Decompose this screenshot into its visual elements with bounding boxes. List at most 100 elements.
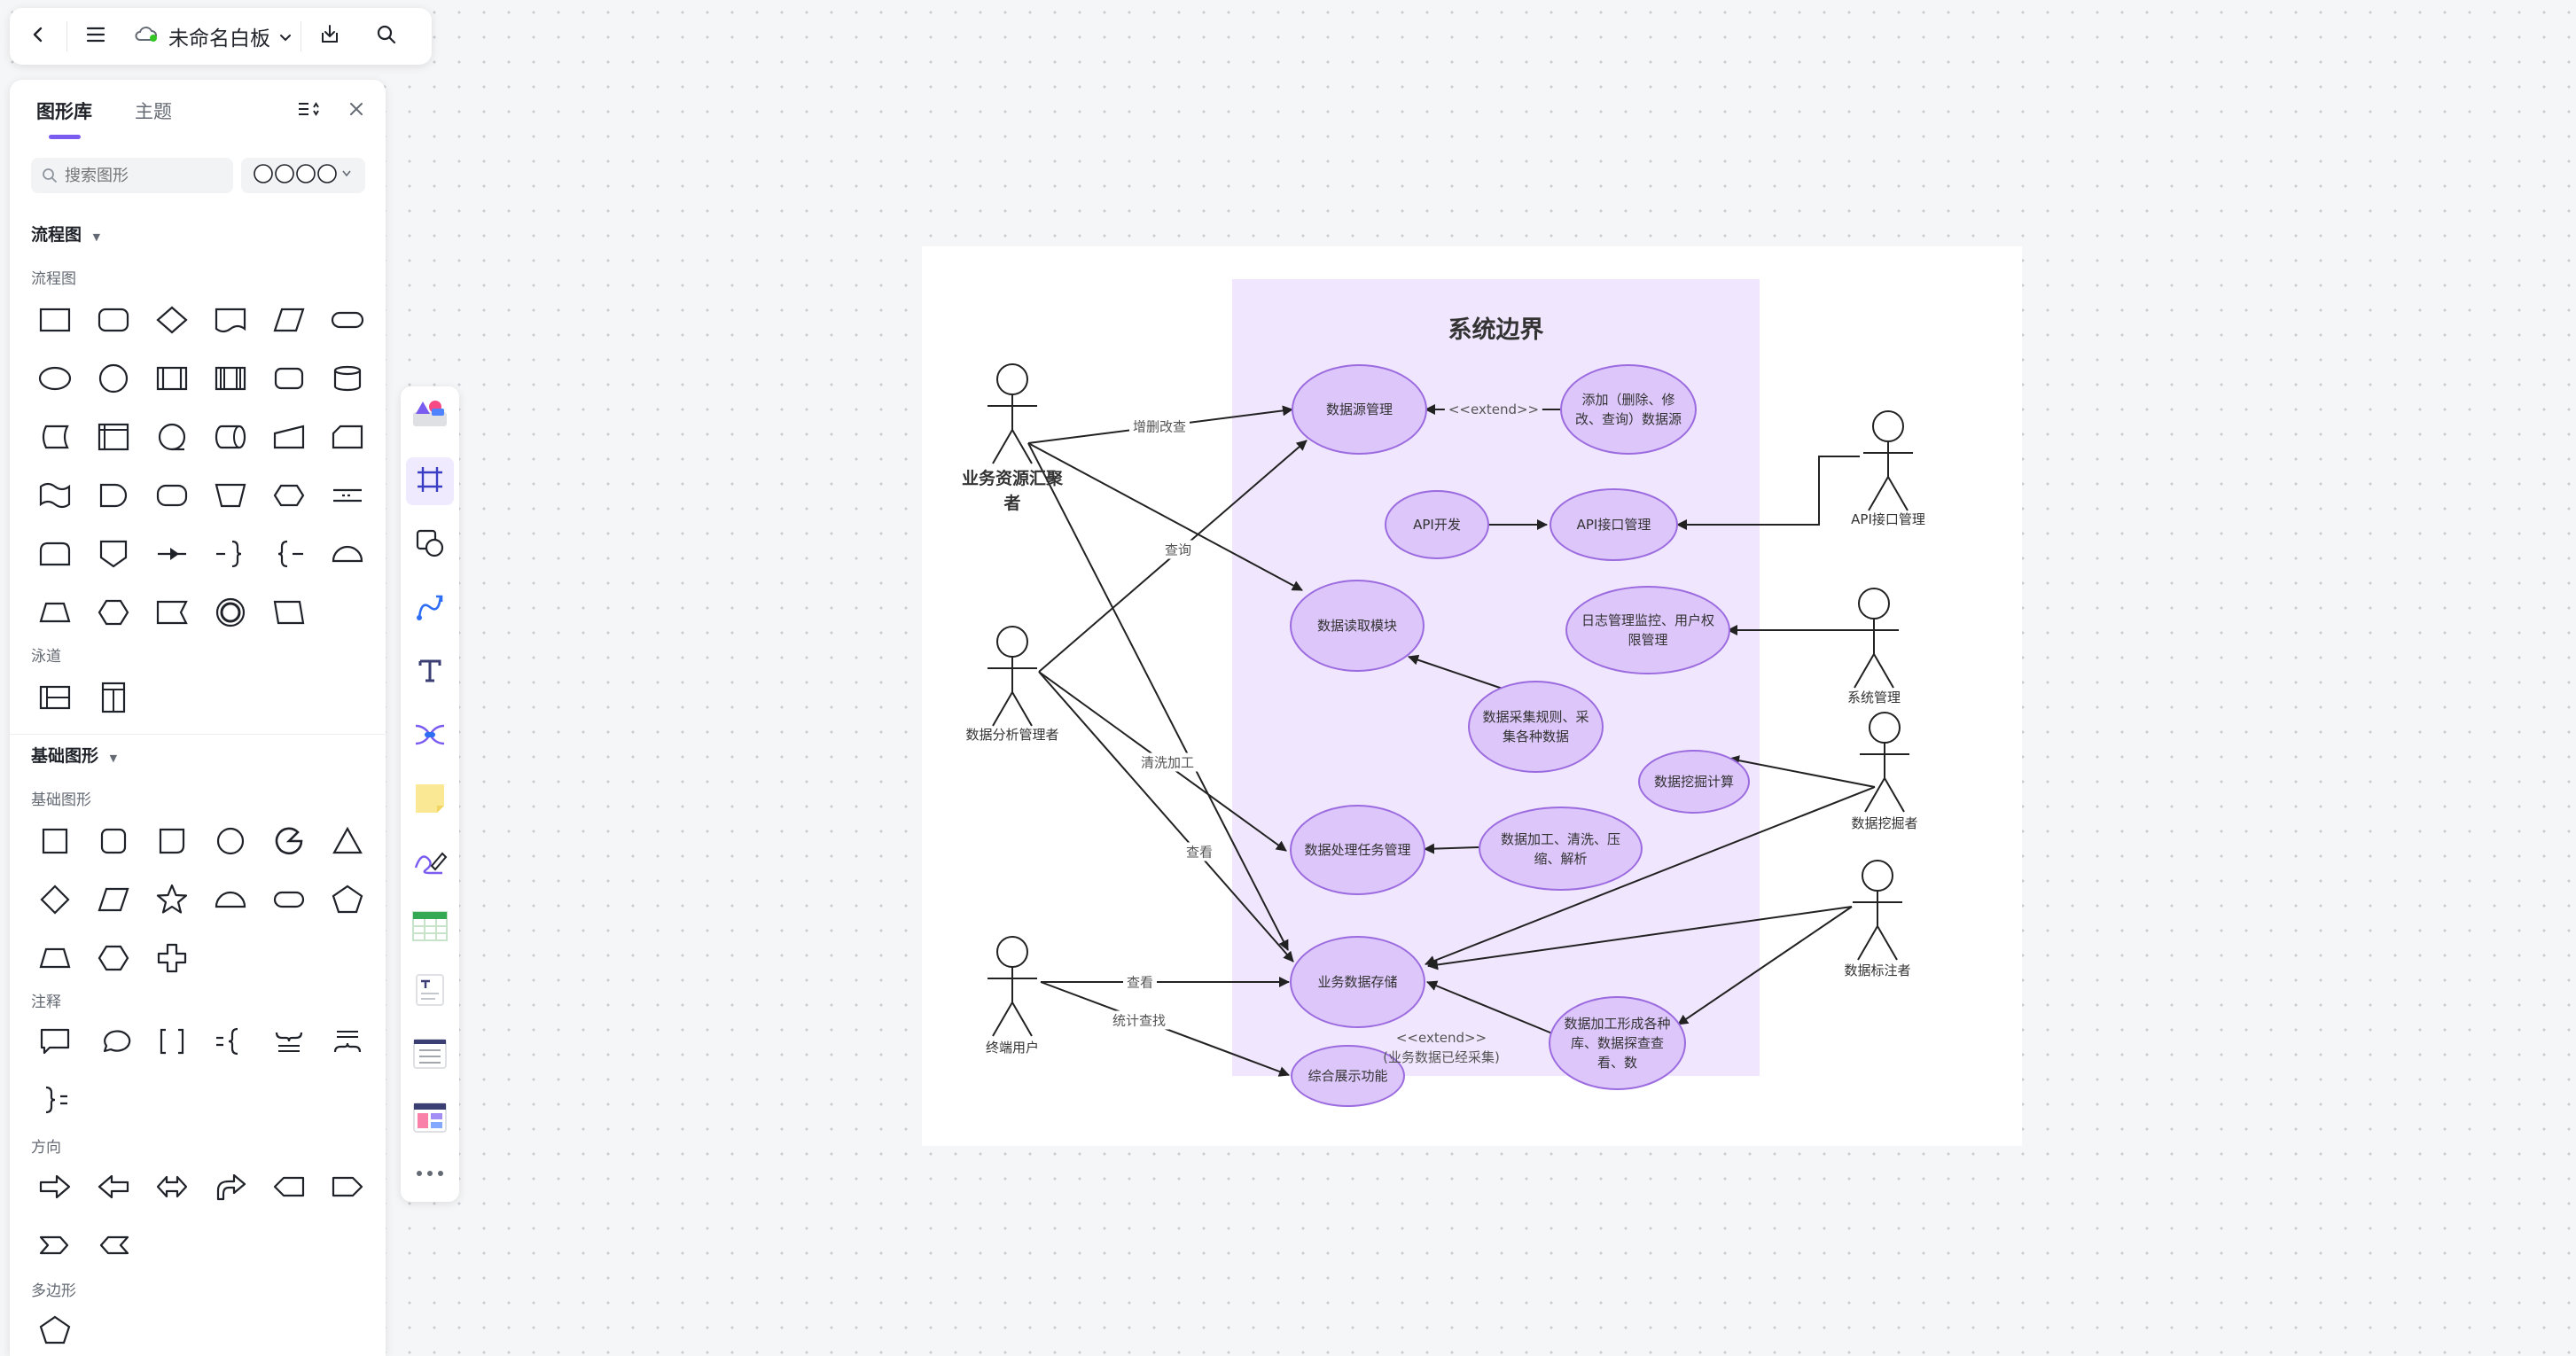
star-shape[interactable] <box>143 870 201 929</box>
brace-note-shape[interactable] <box>201 1012 260 1071</box>
actor-figure[interactable] <box>987 626 1037 727</box>
trapezoid-shape[interactable] <box>26 583 84 642</box>
sequential-data-shape[interactable] <box>143 408 201 466</box>
usecase-api-mgmt[interactable]: API接口管理 <box>1550 488 1678 561</box>
curved-arrow-shape[interactable] <box>201 1157 260 1216</box>
search-button[interactable] <box>358 8 415 65</box>
trapezoid-shape[interactable] <box>26 929 84 987</box>
edge-miner-store[interactable] <box>1425 786 1876 966</box>
usecase-process-clean[interactable]: 数据加工、清洗、压缩、解析 <box>1479 807 1643 891</box>
circle-shape[interactable] <box>84 349 143 408</box>
more-tools-button[interactable] <box>406 1149 454 1196</box>
hexagon-shape[interactable] <box>84 583 143 642</box>
actor-figure[interactable] <box>1860 712 1909 813</box>
mindmap-tool[interactable] <box>406 713 454 760</box>
double-arrow-shape[interactable] <box>143 1157 201 1216</box>
bracket-shape[interactable] <box>143 1012 201 1071</box>
edge-store1[interactable] <box>1027 442 1289 951</box>
close-panel-button[interactable] <box>340 94 373 128</box>
canvas-frame[interactable]: 系统边界 <box>922 246 2022 1146</box>
usecase-log-mgmt[interactable]: 日志管理监控、用户权限管理 <box>1565 586 1730 674</box>
edge-annotator-store[interactable] <box>1427 906 1853 970</box>
edge-view1[interactable] <box>1038 671 1294 962</box>
half-circle-shape[interactable] <box>201 870 260 929</box>
parallelogram-shape[interactable] <box>260 291 318 349</box>
horizontal-swimlane-shape[interactable] <box>26 668 84 727</box>
pentagon-shape[interactable] <box>26 1301 84 1356</box>
usecase-add-datasource[interactable]: 添加（删除、修改、查询）数据源 <box>1560 364 1697 455</box>
display-shape[interactable] <box>143 466 201 525</box>
tab-shape-library[interactable]: 图形库 <box>36 101 92 122</box>
doc-title-dropdown[interactable]: 未命名白板 <box>124 8 301 65</box>
text-tool[interactable] <box>406 649 454 697</box>
chevron-right-shape[interactable] <box>26 1216 84 1274</box>
connector-tool[interactable] <box>406 585 454 633</box>
tab-theme[interactable]: 主题 <box>135 101 172 122</box>
pen-tool[interactable] <box>406 840 454 888</box>
doc-card-tool[interactable] <box>406 968 454 1016</box>
loop-limit-shape[interactable] <box>26 525 84 583</box>
shape-search-input[interactable] <box>63 165 217 186</box>
alternate-process-shape[interactable] <box>260 349 318 408</box>
right-brace-shape[interactable] <box>201 525 260 583</box>
right-brace-note-shape[interactable] <box>26 1071 84 1129</box>
off-page-connector-shape[interactable] <box>84 525 143 583</box>
terminator-shape[interactable] <box>318 291 377 349</box>
shape-library-tool[interactable] <box>406 390 454 438</box>
usecase-datasource[interactable]: 数据源管理 <box>1292 364 1427 455</box>
manual-input-shape[interactable] <box>260 408 318 466</box>
menu-button[interactable] <box>67 8 124 65</box>
skewed-rect-shape[interactable] <box>260 583 318 642</box>
predefined-process-shape[interactable] <box>143 349 201 408</box>
stored-data-shape[interactable] <box>26 408 84 466</box>
pill-shape[interactable] <box>260 870 318 929</box>
delay-shape[interactable] <box>84 466 143 525</box>
sticky-note-tool[interactable] <box>406 776 454 824</box>
double-circle-shape[interactable] <box>201 583 260 642</box>
direct-data-shape[interactable] <box>201 408 260 466</box>
list-tool[interactable] <box>406 1032 454 1079</box>
card-shape[interactable] <box>318 408 377 466</box>
chevron-left-shape[interactable] <box>84 1216 143 1274</box>
top-brace-shape[interactable] <box>260 1012 318 1071</box>
frame-tool[interactable] <box>406 457 454 505</box>
right-arrow-shape[interactable] <box>26 1157 84 1216</box>
rectangle-shape[interactable] <box>26 291 84 349</box>
preparation-shape[interactable] <box>260 466 318 525</box>
pentagon-shape[interactable] <box>318 870 377 929</box>
usecase-mining-calc[interactable]: 数据挖掘计算 <box>1638 750 1750 814</box>
edge-process[interactable] <box>1424 843 1479 854</box>
edge-mining[interactable] <box>1729 755 1876 788</box>
bottom-brace-shape[interactable] <box>318 1012 377 1071</box>
left-pointer-shape[interactable] <box>260 1157 318 1216</box>
actor-figure[interactable] <box>987 363 1037 464</box>
rounded-rect-shape[interactable] <box>84 291 143 349</box>
tab-square-shape[interactable] <box>143 812 201 870</box>
vertical-swimlane-shape[interactable] <box>84 668 143 727</box>
edge-api-admin[interactable] <box>1676 456 1860 530</box>
internal-storage-shape[interactable] <box>84 408 143 466</box>
usecase-storage[interactable]: 业务数据存储 <box>1290 936 1425 1028</box>
diamond-shape[interactable] <box>26 870 84 929</box>
half-circle-shape[interactable] <box>318 525 377 583</box>
actor-figure[interactable] <box>987 936 1037 1037</box>
left-brace-shape[interactable] <box>260 525 318 583</box>
speech-oval-shape[interactable] <box>84 1012 143 1071</box>
pie-shape[interactable] <box>260 812 318 870</box>
actor-figure[interactable] <box>1863 410 1913 511</box>
annotation-lines-shape[interactable] <box>318 466 377 525</box>
template-tool[interactable] <box>406 1095 454 1143</box>
notched-rect-shape[interactable] <box>143 583 201 642</box>
usecase-api-dev[interactable]: API开发 <box>1385 490 1489 559</box>
ellipse-shape[interactable] <box>26 349 84 408</box>
edge-annotate-store[interactable] <box>1426 980 1553 1034</box>
actor-figure[interactable] <box>1853 860 1902 961</box>
left-arrow-shape[interactable] <box>84 1157 143 1216</box>
download-button[interactable] <box>301 8 358 65</box>
database-shape[interactable] <box>318 349 377 408</box>
usecase-annotate[interactable]: 数据加工形成各种库、数据探查查看、数 <box>1549 996 1686 1090</box>
usecase-collect-rules[interactable]: 数据采集规则、采集各种数据 <box>1468 681 1604 773</box>
speech-rect-shape[interactable] <box>26 1012 84 1071</box>
edge-collect[interactable] <box>1408 654 1503 690</box>
usecase-display[interactable]: 综合展示功能 <box>1291 1045 1405 1107</box>
